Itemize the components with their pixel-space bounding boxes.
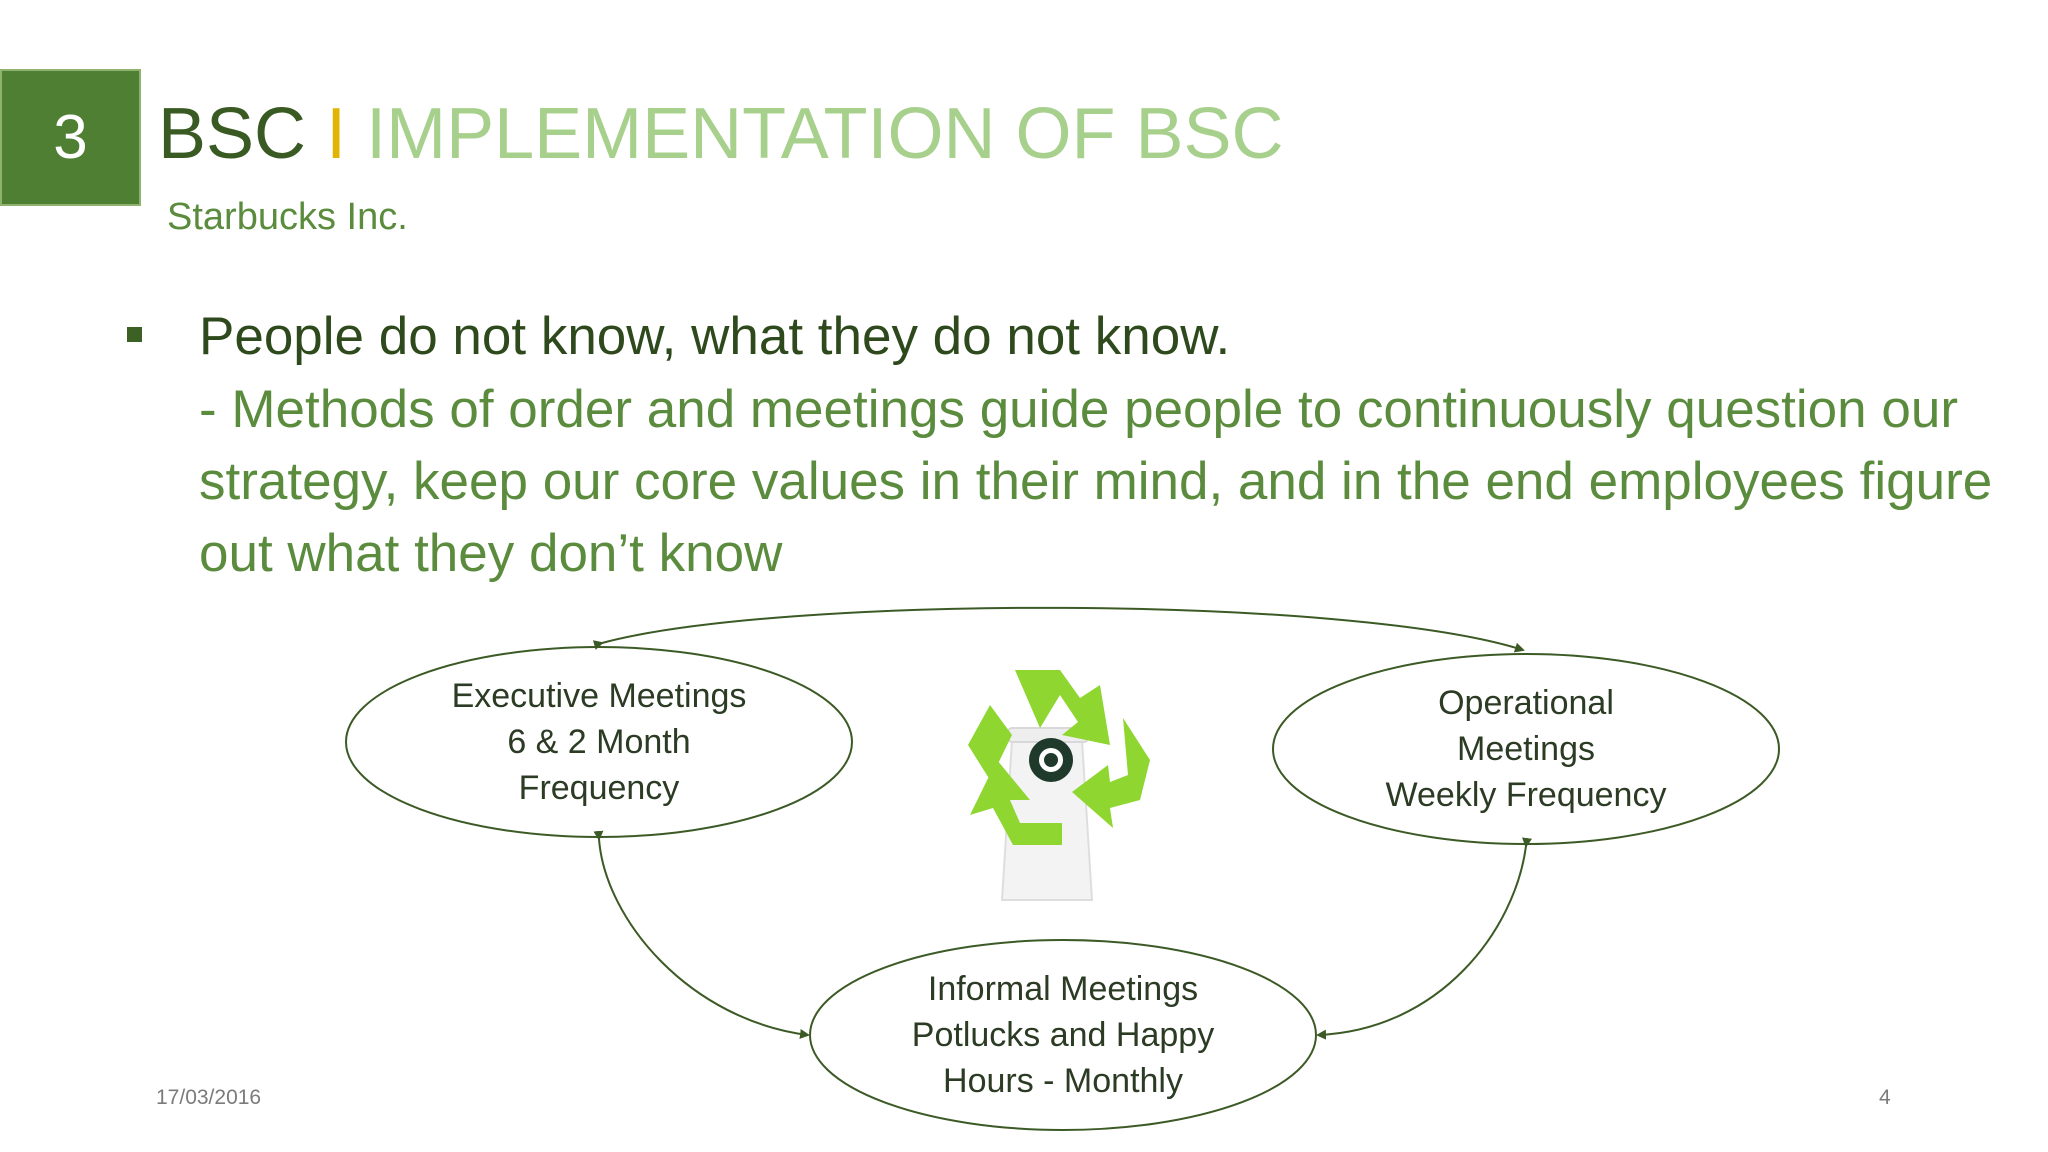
executive-line2: 6 & 2 Month [507, 723, 691, 761]
slide-subtitle: Starbucks Inc. [167, 196, 408, 238]
bullet-square-icon [127, 327, 142, 342]
footer-date: 17/03/2016 [156, 1086, 262, 1109]
top-connector-arrow [592, 606, 1525, 653]
bullet-main-text: People do not know, what they do not kno… [199, 307, 1231, 366]
executive-line3: Frequency [518, 769, 680, 807]
executive-line1: Executive Meetings [451, 677, 747, 715]
bullet-sub-text: - Methods of order and meetings guide pe… [199, 380, 1993, 583]
operational-line3: Weekly Frequency [1385, 776, 1667, 814]
left-connector-arrow [593, 830, 810, 1039]
slide-title: BSC I IMPLEMENTATION OF BSC [158, 98, 1284, 170]
operational-line2: Meetings [1457, 730, 1595, 768]
informal-line2: Potlucks and Happy [911, 1016, 1215, 1054]
slide-number-badge: 3 [0, 69, 141, 206]
footer-page-number: 4 [1879, 1086, 1891, 1109]
title-separator: I [326, 94, 347, 174]
operational-line1: Operational [1438, 684, 1614, 722]
starbucks-recycle-cup-icon [968, 670, 1150, 901]
title-main: BSC [158, 94, 307, 174]
informal-line1: Informal Meetings [927, 970, 1199, 1008]
operational-meetings-label: Operational Meetings Weekly Frequency [1326, 680, 1726, 818]
informal-line3: Hours - Monthly [943, 1062, 1183, 1100]
right-connector-arrow [1316, 837, 1533, 1040]
informal-meetings-node [809, 939, 1317, 1131]
title-sub: IMPLEMENTATION OF BSC [366, 94, 1284, 174]
informal-meetings-label: Informal Meetings Potlucks and Happy Hou… [863, 966, 1263, 1104]
executive-meetings-label: Executive Meetings 6 & 2 Month Frequency [399, 673, 799, 811]
